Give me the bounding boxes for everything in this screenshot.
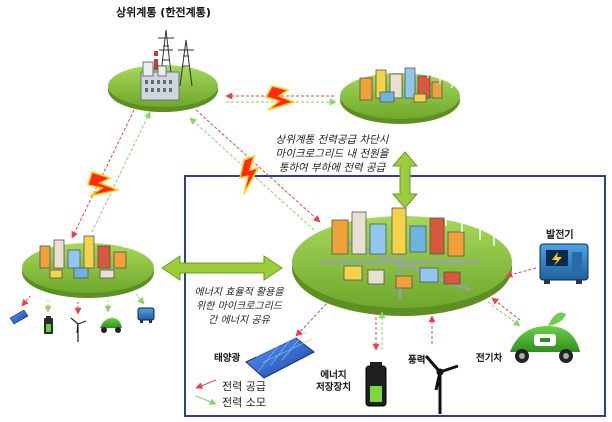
blackout-note-line: 통하여 부하에 전력 공급 [278, 162, 386, 174]
solar-label: 태양광 [214, 353, 241, 364]
power-plant-icon [108, 29, 218, 112]
supply-arrow [71, 109, 135, 239]
storage-label-line: 에너지 [320, 370, 347, 381]
generator-icon [539, 243, 589, 284]
city-island-icon [292, 187, 512, 316]
lightning-icon [264, 85, 297, 111]
city-island-icon [340, 53, 460, 124]
storage-label: 에너지 저장장치 [316, 370, 351, 394]
sharing-note-line: 위한 마이크로그리드 [196, 301, 282, 312]
blackout-note-line: 마이크로그리드 내 전원을 [275, 148, 389, 160]
city-island-icon [22, 220, 154, 298]
grid-connection-arrow [391, 151, 419, 209]
supply-arrow [195, 109, 321, 223]
sharing-note-line: 간 에너지 공유 [208, 315, 270, 326]
lightning-icon [239, 154, 260, 195]
electric-car-icon [510, 312, 580, 363]
blackout-note-line: 상위계통 전력공급 차단시 [275, 134, 389, 146]
legend-consume-arrow [195, 395, 217, 405]
consume-arrow [189, 117, 315, 231]
battery-icon [365, 362, 387, 407]
wind-turbine-icon [70, 317, 87, 342]
electric-car-icon [100, 318, 122, 333]
wind-turbine-icon [424, 355, 459, 414]
battery-icon [44, 316, 53, 334]
blackout-note: 상위계통 전력공급 차단시 마이크로그리드 내 전원을 통하여 부하에 전력 공… [252, 133, 412, 175]
microgrid-frame [184, 175, 606, 417]
generator-icon [137, 307, 155, 323]
energy-sharing-arrow [161, 255, 283, 281]
consume-arrow [91, 111, 151, 233]
legend-consume-label: 전력 소모 [222, 396, 266, 409]
generator-label: 발전기 [546, 230, 574, 241]
legend-supply-arrow [195, 379, 217, 389]
solar-panel-icon [245, 332, 315, 379]
storage-label-line: 저장장치 [316, 382, 351, 393]
solar-panel-icon [9, 309, 29, 325]
lightning-icon [87, 171, 121, 197]
upper-grid-label: 상위계통 (한전계통) [116, 6, 211, 19]
wind-label: 풍력 [408, 355, 426, 366]
sharing-note: 에너지 효율적 활용을 위한 마이크로그리드 간 에너지 공유 [176, 286, 302, 328]
legend-supply-label: 전력 공급 [222, 380, 266, 393]
sharing-note-line: 에너지 효율적 활용을 [194, 287, 284, 298]
ev-label: 전기차 [476, 353, 503, 364]
